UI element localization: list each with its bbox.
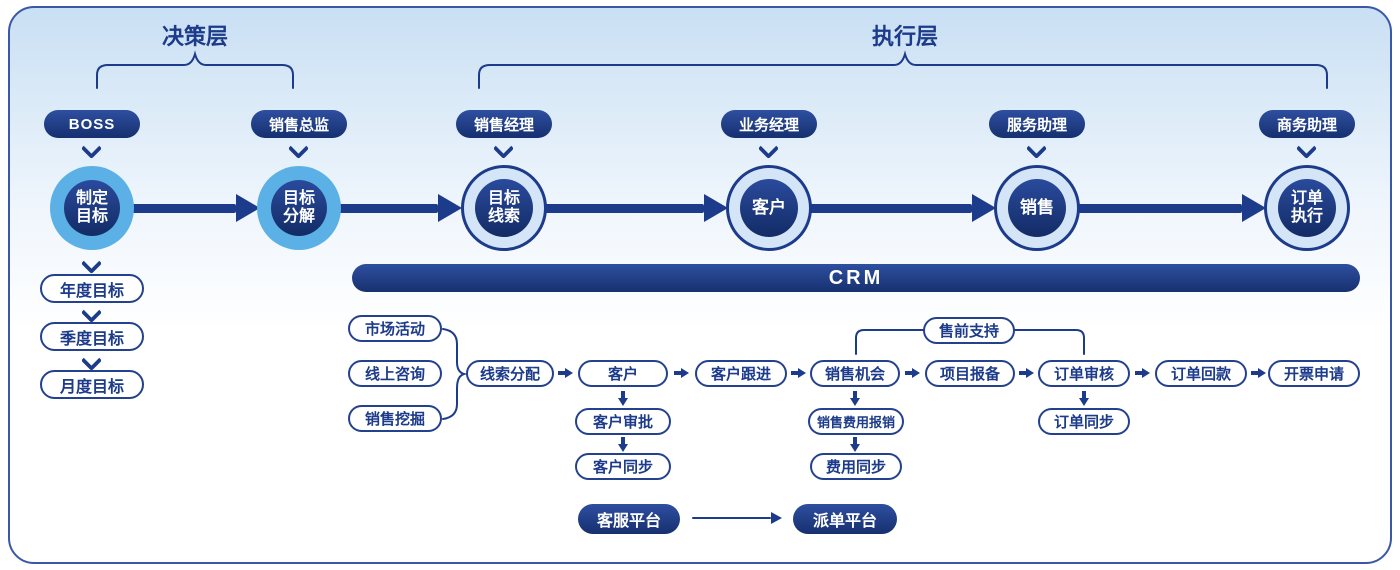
branch-pill-expense-sync: 费用同步 [810, 453, 902, 480]
flow-pill-customer: 客户 [578, 360, 668, 387]
stage-label: 目标 [75, 208, 108, 225]
flow-arrow-icon [808, 194, 996, 222]
flow-pill-invoice-request: 开票申请 [1268, 360, 1360, 387]
branch-pill-customer-approval: 客户审批 [575, 408, 671, 435]
stage-label: 销售 [1020, 198, 1054, 218]
stage-circle-sales: 销售 [994, 165, 1080, 251]
arrow-down-icon [850, 391, 860, 406]
arrow-down-icon [618, 391, 628, 406]
stage-circle-set-goals: 制定目标 [50, 166, 134, 250]
stage-label: 线索 [487, 208, 520, 225]
role-pill-sales-director: 销售总监 [251, 110, 347, 138]
platform-pill-dispatch: 派单平台 [793, 504, 897, 534]
flow-arrow-icon [544, 194, 728, 222]
arrow-down-icon [1079, 391, 1089, 406]
arrow-right-icon [1251, 368, 1266, 378]
role-pill-business-manager: 业务经理 [721, 110, 817, 138]
flow-arrow-icon [1078, 194, 1266, 222]
stage-circle-goal-leads: 目标线索 [461, 165, 547, 251]
stage-label: 制定 [75, 190, 108, 208]
presale-support-pill: 售前支持 [923, 317, 1015, 344]
arrow-right-icon [674, 368, 689, 378]
flow-pill-customer-followup: 客户跟进 [695, 360, 787, 387]
arrow-right-icon [1135, 368, 1150, 378]
role-pill-boss: BOSS [44, 110, 140, 138]
stage-circle-goal-breakdown: 目标分解 [257, 166, 341, 250]
branch-pill-customer-sync: 客户同步 [575, 453, 671, 480]
flow-pill-order-review: 订单审核 [1038, 360, 1130, 387]
platform-pill-customer-service: 客服平台 [578, 504, 680, 534]
branch-pill-expense-report: 销售费用报销 [808, 408, 904, 435]
long-arrow-right-icon [692, 512, 782, 524]
goal-pill-monthly: 月度目标 [40, 370, 144, 399]
goal-pill-annual: 年度目标 [40, 274, 144, 303]
flow-pill-sales-opportunity: 销售机会 [810, 360, 900, 387]
arrow-right-icon [558, 368, 573, 378]
flow-pill-order-payment: 订单回款 [1155, 360, 1247, 387]
lead-source-pill: 销售挖掘 [348, 405, 442, 432]
arrow-down-icon [618, 437, 628, 452]
role-pill-sales-manager: 销售经理 [456, 110, 552, 138]
arrow-right-icon [905, 368, 920, 378]
stage-label: 目标 [487, 190, 520, 208]
stage-label: 分解 [282, 208, 315, 225]
goal-pill-quarterly: 季度目标 [40, 322, 144, 351]
role-pill-service-assistant: 服务助理 [989, 110, 1085, 138]
stage-label: 订单 [1290, 190, 1323, 208]
stage-circle-customer: 客户 [726, 165, 812, 251]
arrow-right-icon [791, 368, 806, 378]
lead-source-pill: 线上咨询 [348, 360, 442, 387]
flow-arrow-icon [128, 194, 260, 222]
decision-layer-title: 决策层 [161, 24, 229, 49]
flow-pill-lead-assignment: 线索分配 [466, 360, 554, 387]
stage-circle-order-execution: 订单执行 [1264, 165, 1350, 251]
stage-label: 目标 [282, 190, 315, 208]
flow-pill-project-filing: 项目报备 [925, 360, 1015, 387]
flow-arrow-icon [330, 194, 462, 222]
arrow-down-icon [850, 437, 860, 452]
arrow-right-icon [1019, 368, 1034, 378]
crm-bar: CRM [352, 264, 1360, 292]
lead-source-pill: 市场活动 [348, 315, 442, 342]
stage-label: 客户 [752, 198, 786, 218]
role-pill-commerce-assistant: 商务助理 [1259, 110, 1355, 138]
execution-layer-title: 执行层 [871, 24, 939, 49]
branch-pill-order-sync: 订单同步 [1038, 408, 1130, 435]
stage-label: 执行 [1290, 208, 1323, 225]
